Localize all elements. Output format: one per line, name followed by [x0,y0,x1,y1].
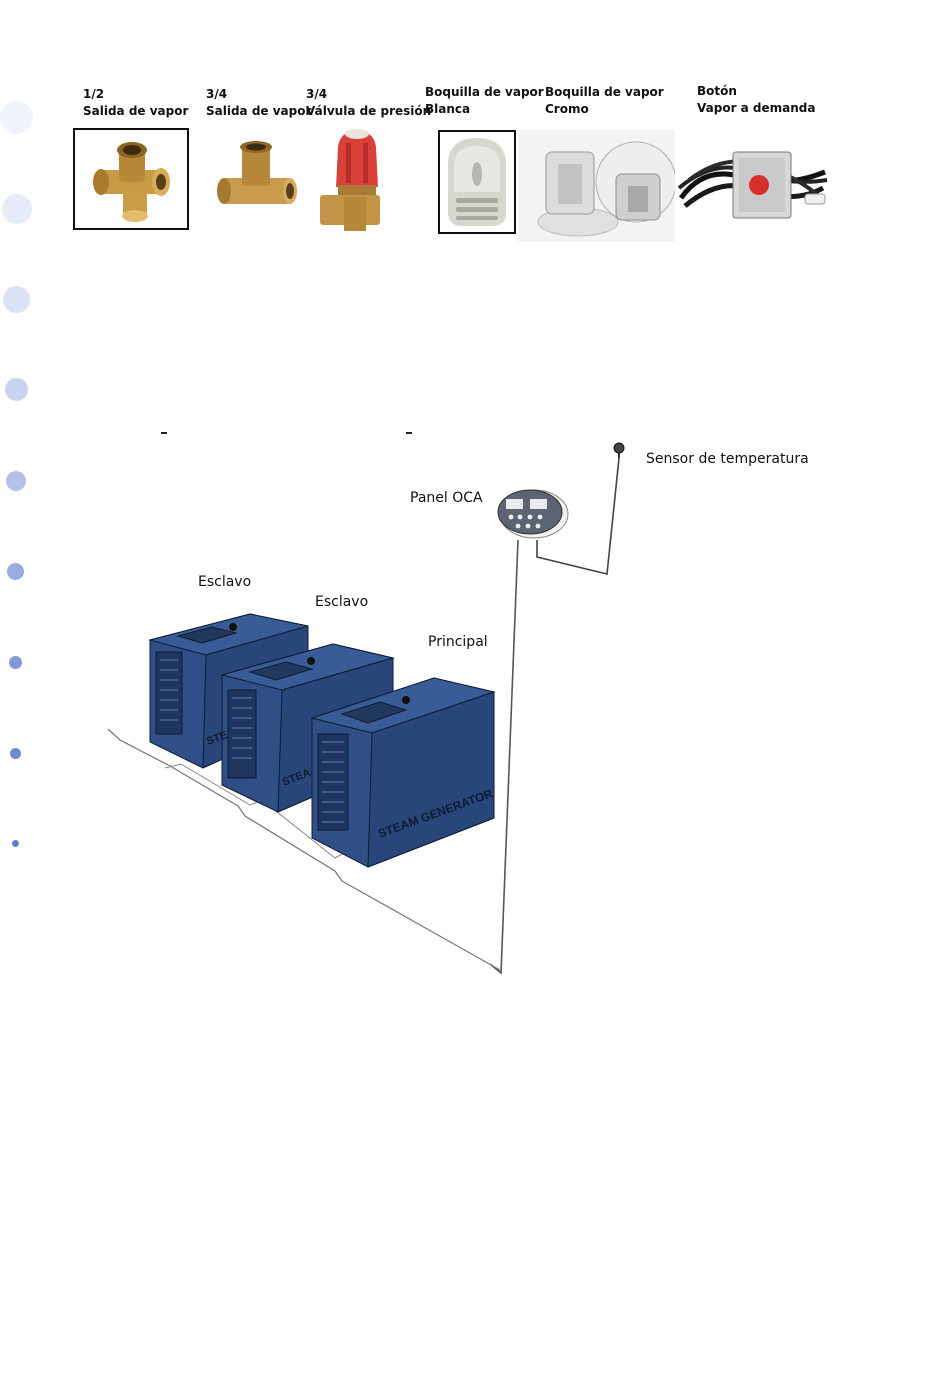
slave-unit-1-label: Esclavo [198,574,251,590]
temperature-sensor-icon [614,443,624,458]
oca-panel-label: Panel OCA [410,490,483,506]
slave-unit-2-label: Esclavo [315,594,368,610]
main-unit-label: Principal [428,634,488,650]
temperature-sensor-label: Sensor de temperatura [646,451,809,467]
oca-control-panel-icon [498,490,568,538]
